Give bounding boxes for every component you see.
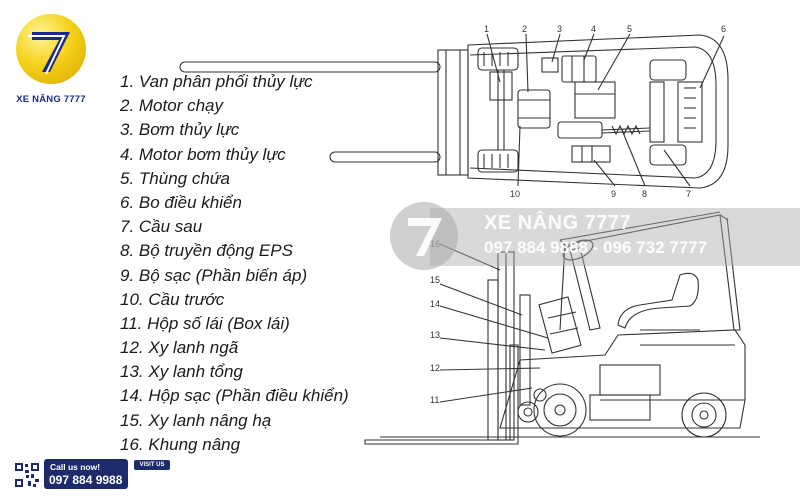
- list-item: 15. Xy lanh nâng hạ: [120, 410, 272, 430]
- top-rear-wheel-lower: [649, 144, 687, 166]
- top-fork-upper: [179, 61, 441, 73]
- callout-9: 9: [611, 189, 616, 199]
- side-body: [499, 329, 746, 429]
- list-item: 6. Bo điều khiển: [120, 192, 242, 212]
- callout-12: 12: [430, 363, 440, 373]
- watermark-phones: 097 884 9888 - 096 732 7777: [484, 238, 708, 257]
- top-rear-axle: [649, 81, 665, 143]
- logo-seven-icon: [28, 32, 70, 75]
- callout-2: 2: [522, 24, 527, 34]
- side-mast-inner: [487, 279, 499, 441]
- list-item: 3. Bơm thủy lực: [120, 120, 240, 140]
- callout-3: 3: [557, 24, 562, 34]
- callout-1: 1: [484, 24, 489, 34]
- list-item: 9. Bộ sạc (Phần biến áp): [120, 265, 308, 285]
- callout-10: 10: [510, 189, 520, 199]
- list-item: 7. Cầu sau: [120, 217, 203, 237]
- top-controller: [677, 81, 703, 143]
- side-drive-unit: [589, 394, 651, 421]
- list-item: 13. Xy lanh tổng: [120, 362, 243, 382]
- list-item: 11. Hộp số lái (Box lái): [120, 313, 290, 333]
- list-item: 8. Bộ truyền động EPS: [120, 241, 293, 261]
- list-item: 12. Xy lanh ngã: [120, 338, 239, 358]
- watermark-brand: XE NÂNG 7777: [484, 212, 632, 234]
- top-tank: [574, 81, 616, 119]
- callout-13: 13: [430, 330, 440, 340]
- side-battery-box: [599, 364, 661, 396]
- logo-text: XE NÂNG 7777: [16, 94, 86, 105]
- top-fork-lower: [329, 151, 441, 163]
- callout-8: 8: [642, 189, 647, 199]
- side-fork: [364, 344, 519, 445]
- call-phone: 097 884 9988: [49, 473, 123, 487]
- side-rear-wheel: [681, 392, 727, 438]
- top-chassis: [467, 34, 729, 189]
- top-mast: [437, 49, 469, 176]
- top-valve: [489, 71, 513, 101]
- top-eps: [557, 121, 603, 139]
- list-item: 4. Motor bơm thủy lực: [120, 144, 286, 164]
- callout-5: 5: [627, 24, 632, 34]
- call-label: Call us now!: [50, 462, 101, 472]
- callout-14: 14: [430, 299, 440, 309]
- side-lift-cylinder: [519, 294, 531, 406]
- top-drive-motor: [517, 89, 551, 129]
- top-pump: [541, 57, 559, 73]
- top-rear-wheel-upper: [649, 59, 687, 81]
- list-item: 14. Hộp sạc (Phần điều khiển): [120, 386, 349, 406]
- side-seat: [617, 272, 699, 329]
- call-us-button[interactable]: Call us now! 097 884 9988: [44, 459, 128, 489]
- qr-code-icon[interactable]: [14, 462, 40, 488]
- side-overhead-guard: [559, 214, 741, 331]
- logo-badge: [16, 14, 86, 84]
- callout-15: 15: [430, 275, 440, 285]
- watermark-band: [430, 208, 800, 266]
- list-item: 5. Thùng chứa: [120, 168, 231, 188]
- brand-logo[interactable]: XE NÂNG 7777: [10, 14, 92, 114]
- callout-4: 4: [591, 24, 596, 34]
- side-steering-column: [569, 247, 601, 331]
- side-steering-wheel: [562, 239, 594, 261]
- watermark-seven-icon: [408, 218, 442, 256]
- top-pump-motor: [561, 55, 597, 83]
- list-item: 1. Van phân phối thủy lực: [120, 72, 313, 91]
- callout-11: 11: [430, 395, 439, 405]
- list-item: 2. Motor chạy: [120, 96, 223, 116]
- callout-7: 7: [686, 189, 691, 199]
- parts-list: 1. Van phân phối thủy lực 2. Motor chạy …: [120, 70, 349, 457]
- side-steering-box: [538, 296, 582, 354]
- list-item: 10. Cầu trước: [120, 289, 225, 309]
- top-charger: [571, 145, 611, 163]
- side-front-wheel: [533, 383, 587, 437]
- list-item: 16. Khung nâng: [120, 434, 241, 454]
- callout-6: 6: [721, 24, 726, 34]
- watermark: XE NÂNG 7777 097 884 9888 - 096 732 7777: [390, 200, 800, 270]
- visit-us-button[interactable]: VISIT US: [134, 460, 170, 470]
- watermark-badge: [390, 202, 458, 270]
